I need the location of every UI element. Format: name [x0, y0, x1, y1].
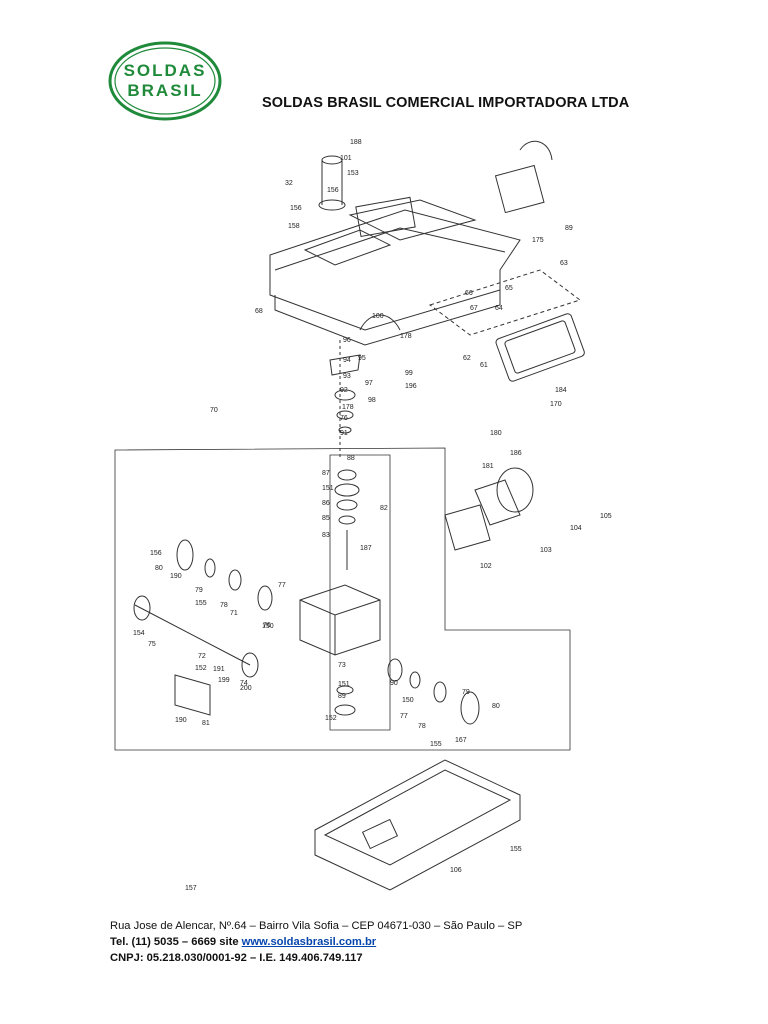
part-callout: 79 — [195, 587, 203, 594]
part-callout: 103 — [540, 547, 552, 554]
part-callout: 170 — [550, 401, 562, 408]
part-callout: 89 — [565, 225, 573, 232]
part-callout: 106 — [450, 867, 462, 874]
part-callout: 85 — [322, 515, 330, 522]
company-logo: SOLDAS BRASIL — [108, 41, 222, 121]
part-callout: 78 — [418, 723, 426, 730]
part-callout: 105 — [600, 513, 612, 520]
part-callout: 154 — [133, 630, 145, 637]
part-callout: 92 — [340, 387, 348, 394]
part-callout: 181 — [482, 463, 494, 470]
footer-contact: Tel. (11) 5035 – 6669 site www.soldasbra… — [110, 934, 522, 950]
part-callout: 156 — [327, 187, 339, 194]
part-callout: 155 — [510, 846, 522, 853]
part-callout: 180 — [490, 430, 502, 437]
part-callout: 86 — [322, 500, 330, 507]
logo-line2: BRASIL — [127, 81, 202, 100]
part-callout: 190 — [170, 573, 182, 580]
part-callout: 76 — [340, 415, 348, 422]
part-callout: 75 — [148, 641, 156, 648]
part-callout: 87 — [322, 470, 330, 477]
part-callout: 178 — [400, 333, 412, 340]
part-callout: 94 — [343, 357, 351, 364]
part-callout: 64 — [495, 305, 503, 312]
part-callout: 102 — [480, 563, 492, 570]
part-callout: 89 — [338, 693, 346, 700]
part-callout: 199 — [218, 677, 230, 684]
part-callout: 73 — [338, 662, 346, 669]
part-callout: 104 — [570, 525, 582, 532]
part-callout: 150 — [262, 623, 274, 630]
part-callout: 153 — [347, 170, 359, 177]
callout-layer: 188 101 32 153 156 156 158 89 175 63 68 66 65 67 64 100… — [133, 139, 612, 892]
footer-tel: Tel. (11) 5035 – 6669 site — [110, 936, 242, 948]
part-callout: 71 — [230, 610, 238, 617]
part-callout: 79 — [462, 689, 470, 696]
part-callout: 188 — [350, 139, 362, 146]
part-callout: 68 — [255, 308, 263, 315]
part-callout: 157 — [185, 885, 197, 892]
part-callout: 96 — [343, 337, 351, 344]
part-callout: 93 — [343, 373, 351, 380]
part-callout: 66 — [465, 290, 473, 297]
part-callout: 184 — [555, 387, 567, 394]
part-callout: 90 — [390, 680, 398, 687]
part-callout: 100 — [372, 313, 384, 320]
part-callout: 76 — [263, 622, 271, 629]
part-callout: 63 — [560, 260, 568, 267]
part-callout: 152 — [325, 715, 337, 722]
part-callout: 98 — [368, 397, 376, 404]
part-callout: 158 — [288, 223, 300, 230]
part-callout: 70 — [210, 407, 218, 414]
part-callout: 65 — [505, 285, 513, 292]
part-callout: 88 — [347, 455, 355, 462]
exploded-parts-diagram: 188 101 32 153 156 156 158 89 175 63 68 66 65 67 64 100… — [114, 139, 612, 892]
part-callout: 155 — [430, 741, 442, 748]
part-callout: 81 — [202, 720, 210, 727]
part-callout: 178 — [342, 404, 354, 411]
part-callout: 74 — [240, 680, 248, 687]
part-callout: 91 — [340, 430, 348, 437]
part-callout: 61 — [480, 362, 488, 369]
part-callout: 151 — [338, 681, 350, 688]
part-callout: 72 — [198, 653, 206, 660]
part-callout: 156 — [150, 550, 162, 557]
part-callout: 187 — [360, 545, 372, 552]
part-callout: 175 — [532, 237, 544, 244]
footer-cnpj: CNPJ: 05.218.030/0001-92 – I.E. 149.406.… — [110, 952, 363, 964]
footer-address: Rua Jose de Alencar, Nº.64 – Bairro Vila… — [110, 920, 523, 932]
logo-line1: SOLDAS — [124, 61, 207, 80]
part-callout: 82 — [380, 505, 388, 512]
part-callout: 191 — [213, 666, 225, 673]
part-callout: 78 — [220, 602, 228, 609]
part-callout: 167 — [455, 737, 467, 744]
part-callout: 152 — [195, 665, 207, 672]
part-callout: 190 — [175, 717, 187, 724]
part-callout: 95 — [358, 355, 366, 362]
part-callout: 156 — [290, 205, 302, 212]
part-callout: 77 — [278, 582, 286, 589]
part-callout: 196 — [405, 383, 417, 390]
part-callout: 77 — [400, 713, 408, 720]
part-callout: 155 — [195, 600, 207, 607]
footer: Rua Jose de Alencar, Nº.64 – Bairro Vila… — [110, 918, 522, 966]
part-callout: 80 — [155, 565, 163, 572]
part-callout: 150 — [402, 697, 414, 704]
company-title: SOLDAS BRASIL COMERCIAL IMPORTADORA LTDA — [262, 95, 630, 111]
part-callout: 32 — [285, 180, 293, 187]
part-callout: 80 — [492, 703, 500, 710]
part-callout: 101 — [340, 155, 352, 162]
part-callout: 99 — [405, 370, 413, 377]
part-callout: 62 — [463, 355, 471, 362]
part-callout: 83 — [322, 532, 330, 539]
part-callout: 67 — [470, 305, 478, 312]
part-callout: 97 — [365, 380, 373, 387]
part-callout: 186 — [510, 450, 522, 457]
part-callout: 151 — [322, 485, 334, 492]
part-callout: 200 — [240, 685, 252, 692]
footer-site-link[interactable]: www.soldasbrasil.com.br — [241, 936, 377, 948]
